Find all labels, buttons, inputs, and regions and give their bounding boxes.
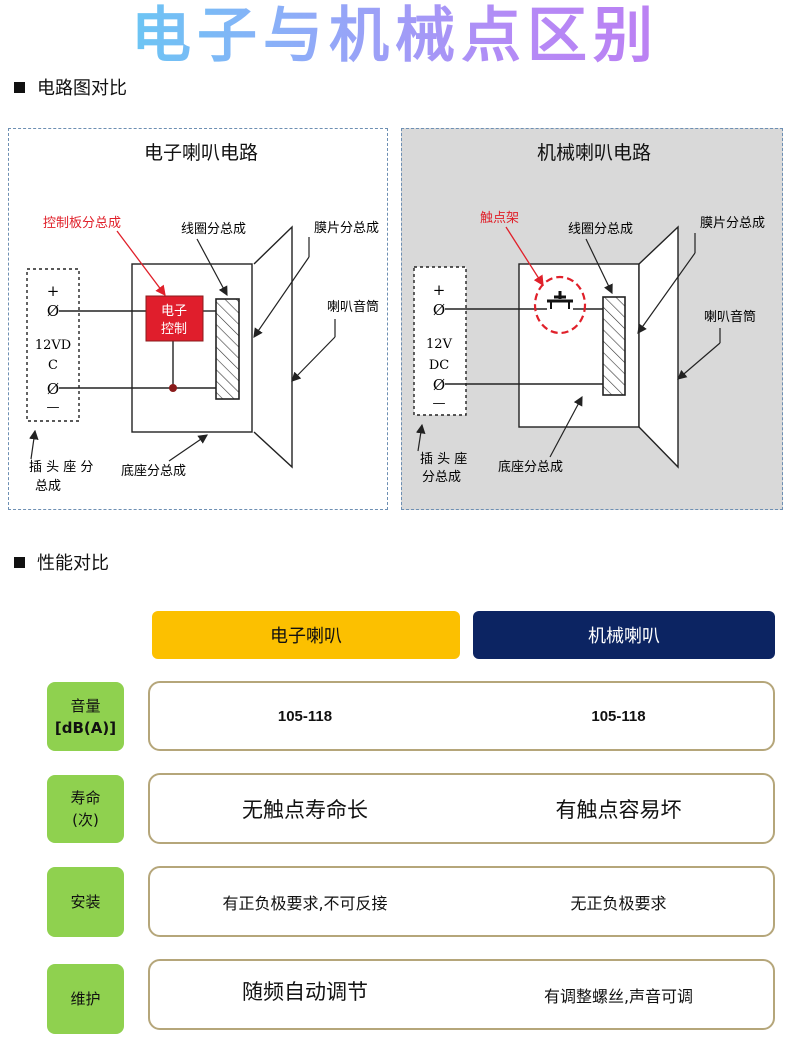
cell-volume-electronic: 105-118 [277, 707, 333, 725]
coil-hatched [215, 298, 240, 400]
svg-text:分总成: 分总成 [422, 470, 461, 485]
cell-maintenance-mechanical: 有调整螺丝,声音可调 [543, 986, 694, 1006]
svg-text:触点架: 触点架 [480, 211, 519, 226]
svg-text:控制: 控制 [161, 322, 187, 337]
row-maintenance: 随频自动调节 有调整螺丝,声音可调 [148, 959, 775, 1030]
svg-text:底座分总成: 底座分总成 [498, 459, 563, 475]
svg-text:—: — [433, 396, 446, 411]
svg-text:控制板分总成: 控制板分总成 [43, 216, 121, 231]
svg-text:DC: DC [429, 358, 449, 373]
electronic-horn-diagram: 电子喇叭电路 + Ø 12VD C Ø — 电子 控制 控制板分总成 线圈分总成… [8, 128, 388, 510]
bullet-square-icon [14, 557, 25, 568]
column-header-electronic: 电子喇叭 [152, 611, 460, 659]
row-label-installation: 安装 [47, 867, 124, 937]
coil-hatched [602, 296, 626, 396]
svg-text:喇叭音筒: 喇叭音筒 [704, 309, 756, 325]
cell-lifespan-mechanical: 有触点容易坏 [555, 797, 682, 822]
svg-text:Ø: Ø [433, 301, 445, 319]
svg-text:总成: 总成 [35, 479, 61, 494]
section-heading-performance-text: 性能对比 [37, 553, 109, 574]
row-installation: 有正负极要求,不可反接 无正负极要求 [148, 866, 775, 937]
svg-text:膜片分总成: 膜片分总成 [700, 216, 765, 231]
contact-highlight-circle [533, 275, 587, 335]
section-heading-performance: 性能对比 [14, 549, 109, 575]
column-header-mechanical: 机械喇叭 [473, 611, 775, 659]
mechanical-horn-diagram: 机械喇叭电路 + Ø 12V DC Ø — 触点架 线圈分总成 膜片分总成 喇叭… [401, 128, 783, 510]
page-title: 电子与机械点区别 [0, 0, 790, 75]
mechanical-diagram-title: 机械喇叭电路 [537, 142, 651, 164]
cell-installation-electronic: 有正负极要求,不可反接 [222, 893, 388, 913]
base-box [131, 263, 253, 433]
svg-text:—: — [47, 400, 60, 415]
svg-text:底座分总成: 底座分总成 [121, 463, 186, 479]
svg-text:+: + [47, 282, 60, 300]
svg-text:12VD: 12VD [35, 338, 71, 353]
electronic-diagram-title: 电子喇叭电路 [144, 142, 258, 164]
row-lifespan: 无触点寿命长 有触点容易坏 [148, 773, 775, 844]
row-label-maintenance: 维护 [47, 964, 124, 1034]
svg-text:线圈分总成: 线圈分总成 [568, 222, 633, 237]
svg-text:喇叭音筒: 喇叭音筒 [327, 299, 379, 315]
junction-dot [169, 384, 177, 392]
cell-maintenance-electronic: 随频自动调节 [242, 979, 368, 1004]
row-volume: 105-118 105-118 [148, 681, 775, 751]
cell-volume-mechanical: 105-118 [591, 707, 646, 725]
svg-text:+: + [433, 281, 446, 299]
cell-lifespan-electronic: 无触点寿命长 [242, 797, 368, 822]
svg-text:Ø: Ø [47, 302, 59, 320]
svg-text:膜片分总成: 膜片分总成 [314, 221, 379, 236]
plug-box [26, 268, 80, 422]
plug-box [413, 266, 467, 416]
svg-text:电子: 电子 [161, 304, 187, 319]
svg-text:插 头 座: 插 头 座 [420, 452, 467, 467]
svg-text:C: C [48, 358, 58, 373]
svg-text:线圈分总成: 线圈分总成 [181, 222, 246, 237]
section-heading-circuit-text: 电路图对比 [37, 78, 127, 99]
svg-text:插 头 座 分: 插 头 座 分 [29, 460, 93, 475]
cell-installation-mechanical: 无正负极要求 [570, 893, 667, 913]
electronic-control-chip [145, 295, 204, 342]
horn-tube-shape [638, 225, 679, 469]
svg-text:12V: 12V [426, 337, 453, 352]
row-label-lifespan: 寿命(次) [47, 775, 124, 843]
horn-tube-shape [253, 225, 293, 469]
svg-text:Ø: Ø [47, 380, 59, 398]
section-heading-circuit: 电路图对比 [14, 74, 127, 100]
bullet-square-icon [14, 82, 25, 93]
svg-text:Ø: Ø [433, 376, 445, 394]
row-label-volume: 音量[dB(A)] [47, 682, 124, 751]
